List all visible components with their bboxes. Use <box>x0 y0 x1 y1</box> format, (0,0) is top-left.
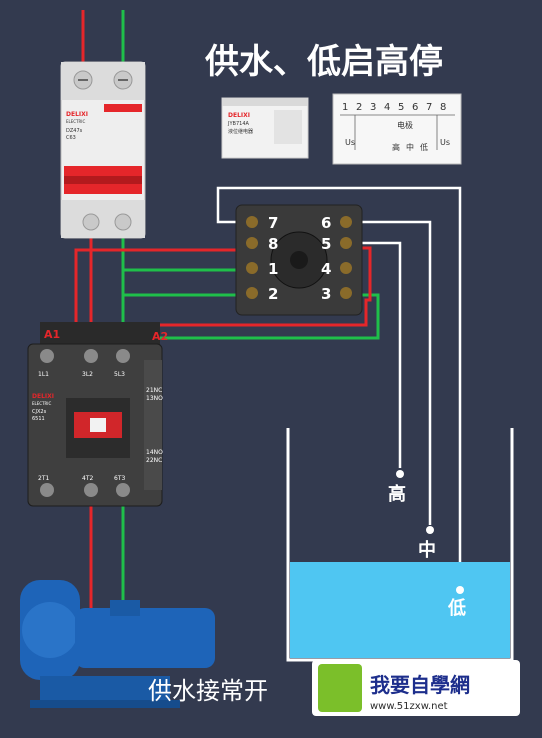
watermark-logo <box>318 664 362 712</box>
contactor-brand: DELIXI <box>32 393 54 400</box>
electrode-wire-low <box>216 186 462 588</box>
relay-socket: 7 8 1 2 6 5 4 3 <box>235 204 363 316</box>
contactor-rating: 6511 <box>32 416 45 422</box>
circuit-breaker: DELIXI ELECTRIC DZ47s C63 <box>60 61 146 239</box>
tank-label-low: 低 <box>447 597 466 619</box>
watermark-name: 我要自學網 <box>370 673 470 697</box>
terminal-6T3: 6T3 <box>114 475 125 482</box>
socket-pin-6: 6 <box>321 214 331 232</box>
diagram-title: 供水、低启高停 <box>204 42 443 82</box>
terminal-3L2: 3L2 <box>82 371 93 378</box>
aux-22NC: 22NC <box>146 457 162 464</box>
breaker-model: DZ47s <box>66 128 83 134</box>
terminal-4T2: 4T2 <box>82 475 93 482</box>
tank-label-mid: 中 <box>418 539 436 561</box>
socket-pin-3: 3 <box>321 285 331 303</box>
contactor-sub: ELECTRIC <box>32 401 51 406</box>
terminal-2T1: 2T1 <box>38 475 49 482</box>
pin-diagram-number: 7 <box>426 102 432 113</box>
coil-a1-label: A1 <box>44 328 60 341</box>
red-wire-coil <box>108 246 372 330</box>
contactor: A1 A2 1L1 3L2 5L3 21NC 13NO 14NO 22NC DE… <box>27 322 168 507</box>
socket-pin-8: 8 <box>268 235 278 253</box>
red-wire-to-pin8 <box>74 248 244 330</box>
terminal-5L3: 5L3 <box>114 371 125 378</box>
pin-diagram-level-low: 低 <box>420 142 428 152</box>
relay-name: 液位继电器 <box>228 128 253 135</box>
watermark-url: www.51zxw.net <box>370 701 448 712</box>
watermark: 我要自學網 www.51zxw.net <box>312 660 520 716</box>
pin-diagram-number: 5 <box>398 102 404 113</box>
pin-diagram-number: 3 <box>370 102 376 113</box>
socket-pin-7: 7 <box>268 214 278 232</box>
level-relay: DELIXI JYB714A 液位继电器 <box>221 97 309 159</box>
electrode-wire-high <box>352 241 402 468</box>
relay-model: JYB714A <box>227 121 250 127</box>
socket-pin-1: 1 <box>268 260 278 278</box>
breaker-rating: C63 <box>66 135 76 141</box>
pin-diagram-electrode-label: 电极 <box>397 120 413 130</box>
socket-pin-4: 4 <box>321 260 331 278</box>
electrode-wire-mid <box>352 220 432 525</box>
wire-group <box>74 10 462 612</box>
water-level <box>290 562 510 658</box>
pin-diagram-number: 2 <box>356 102 362 113</box>
pin-diagram-left-label: Us <box>345 138 355 147</box>
water-tank: 高 中 低 <box>286 428 514 662</box>
tank-label-high: 高 <box>388 483 406 505</box>
socket-pin-5: 5 <box>321 235 331 253</box>
aux-14NO: 14NO <box>146 449 163 456</box>
pin-diagram-number: 1 <box>342 102 348 113</box>
aux-21NC: 21NC <box>146 387 162 394</box>
pin-diagram-level-mid: 中 <box>406 142 414 152</box>
water-pump <box>20 580 215 708</box>
green-wire-coil <box>150 293 380 340</box>
relay-brand: DELIXI <box>228 112 250 119</box>
breaker-brand: DELIXI <box>66 111 88 118</box>
aux-13NO: 13NO <box>146 395 163 402</box>
pin-diagram-number: 8 <box>440 102 446 113</box>
terminal-1L1: 1L1 <box>38 371 49 378</box>
socket-pin-2: 2 <box>268 285 278 303</box>
pin-diagram-right-label: Us <box>440 138 450 147</box>
contactor-model: CJX2s <box>32 409 47 415</box>
caption-text: 供水接常开 <box>148 677 268 705</box>
pin-diagram-level-high: 高 <box>392 142 400 152</box>
breaker-sub: ELECTRIC <box>66 119 85 124</box>
pin-diagram-number: 4 <box>384 102 390 113</box>
pin-diagram-number: 6 <box>412 102 418 113</box>
coil-a2-label: A2 <box>152 330 168 343</box>
